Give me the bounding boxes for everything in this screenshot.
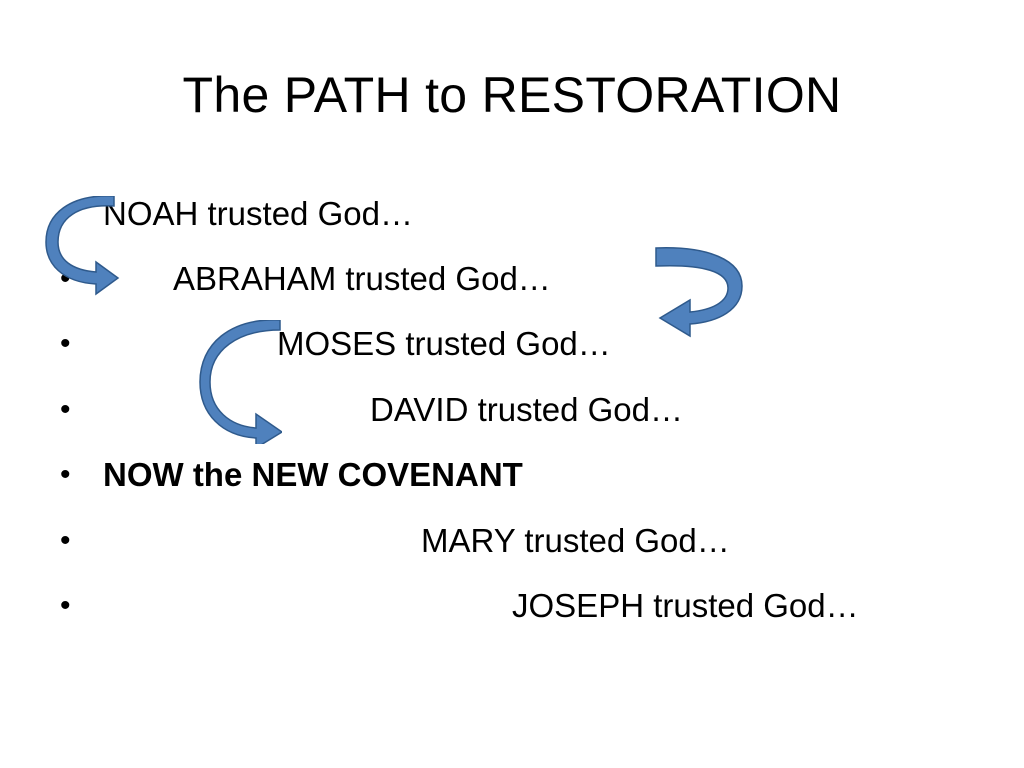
list-item: • DAVID trusted God… (0, 388, 1024, 432)
slide-title: The PATH to RESTORATION (182, 67, 842, 123)
list-item: • ABRAHAM trusted God… (0, 257, 1024, 301)
list-item-text: NOAH trusted God… (103, 195, 413, 232)
list-item-text: ABRAHAM trusted God… (173, 260, 551, 297)
list-item: • NOW the NEW COVENANT (0, 453, 1024, 497)
list-item-text: DAVID trusted God… (370, 391, 684, 428)
list-item-text: NOW the NEW COVENANT (103, 456, 523, 493)
curved-arrow-icon (45, 196, 120, 296)
list-item-text: MARY trusted God… (421, 522, 730, 559)
bullet-icon: • (60, 458, 71, 491)
list-item: • NOAH trusted God… (0, 192, 1024, 236)
list-item-text: MOSES trusted God… (277, 325, 611, 362)
bullet-icon: • (60, 393, 71, 426)
curved-arrow-icon (655, 247, 743, 338)
list-item: • JOSEPH trusted God… (0, 584, 1024, 628)
list-item: • MOSES trusted God… (0, 322, 1024, 366)
list-item-text: JOSEPH trusted God… (512, 587, 859, 624)
curved-arrow-icon (199, 320, 282, 444)
bullet-icon: • (60, 262, 71, 295)
list-item: • MARY trusted God… (0, 519, 1024, 563)
bullet-icon: • (60, 524, 71, 557)
bullet-icon: • (60, 589, 71, 622)
bullet-icon: • (60, 327, 71, 360)
